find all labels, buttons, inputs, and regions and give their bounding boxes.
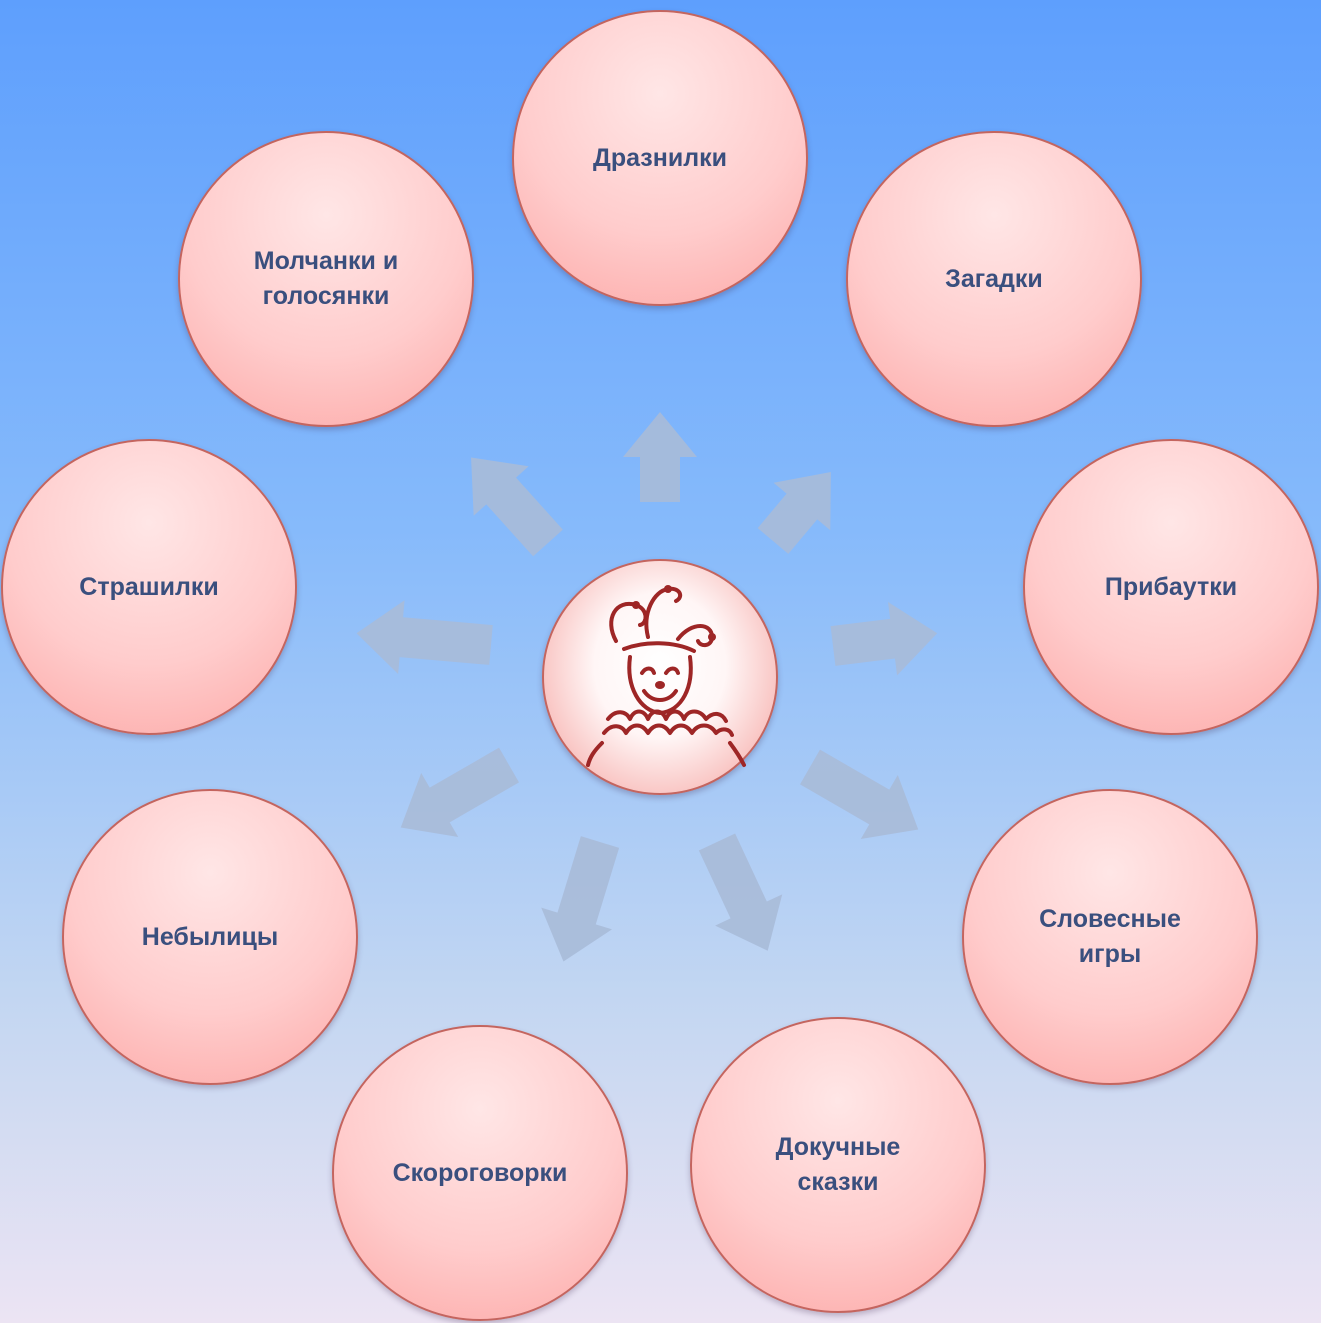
arrow-to-drazn	[623, 412, 697, 502]
hat-bell	[664, 585, 672, 593]
arrow-to-pribaut	[830, 601, 938, 676]
node-strash: Страшилки	[1, 439, 297, 735]
arrow-to-zagad	[757, 472, 831, 554]
node-dokuch: Докучные сказки	[690, 1017, 986, 1313]
node-zagad: Загадки	[846, 131, 1142, 427]
jester-nose	[655, 681, 665, 689]
node-nebyl: Небылицы	[62, 789, 358, 1085]
node-label: Скороговорки	[392, 1158, 568, 1187]
node-drazn: Дразнилки	[512, 10, 808, 306]
node-label: Страшилки	[79, 572, 219, 601]
hat-bell	[708, 633, 716, 641]
arrow-to-slov	[800, 749, 919, 840]
arrow-to-nebyl	[400, 747, 519, 838]
node-label: Загадки	[945, 264, 1043, 293]
node-label: Небылицы	[141, 922, 279, 951]
arrow-to-molch	[471, 457, 563, 557]
center-hub	[542, 559, 778, 795]
arrow-to-skorog	[541, 836, 620, 962]
node-skorog: Скороговорки	[332, 1025, 628, 1321]
hat-bell	[632, 601, 640, 609]
node-label: Дразнилки	[593, 143, 727, 172]
arrow-to-strash	[356, 600, 493, 675]
node-slov: Словесные игры	[962, 789, 1258, 1085]
node-pribaut: Прибаутки	[1023, 439, 1319, 735]
node-label: Словесные игры	[1039, 905, 1181, 968]
node-label: Докучные сказки	[775, 1133, 901, 1196]
node-molch: Молчанки и голосянки	[178, 131, 474, 427]
arrow-to-dokuch	[698, 833, 783, 951]
node-label: Молчанки и голосянки	[253, 247, 399, 310]
node-label: Прибаутки	[1104, 572, 1238, 601]
jester-icon	[586, 585, 746, 767]
